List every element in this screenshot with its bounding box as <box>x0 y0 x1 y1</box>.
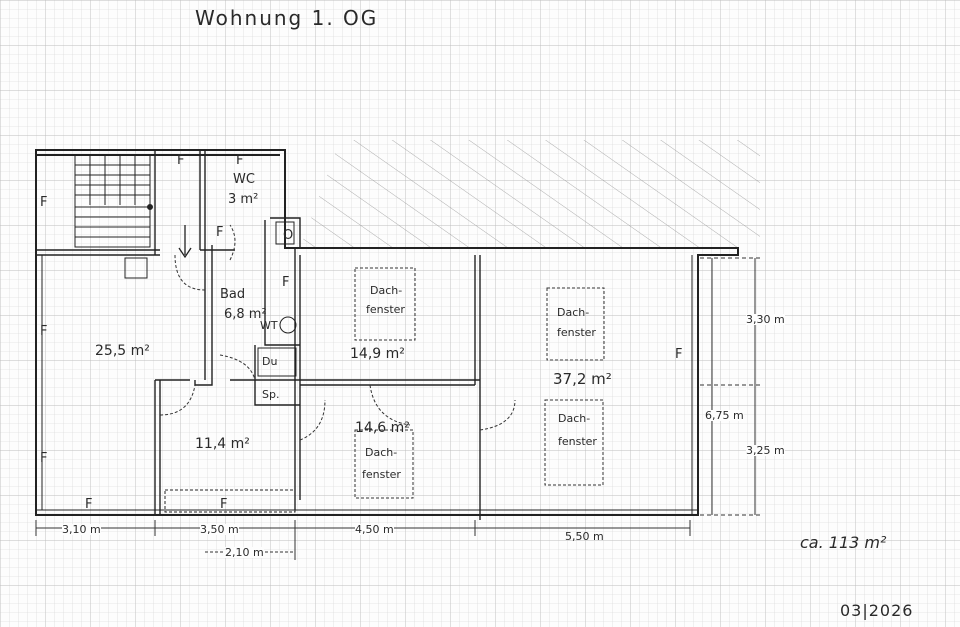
window-mark-left-1: F <box>40 195 48 210</box>
hall-area: 11,4 m² <box>195 436 250 452</box>
dimension-3-25: 3,25 m <box>746 444 785 457</box>
total-area-label: ca. 113 m² <box>800 533 887 552</box>
bad-area: 6,8 m² <box>224 307 267 322</box>
right-room-area: 37,2 m² <box>553 370 612 388</box>
dimension-3-50: 3,50 m <box>200 523 239 536</box>
window-mark-right: F <box>675 347 683 362</box>
center-room-area: 14,9 m² <box>350 346 405 362</box>
inner-walls <box>36 150 481 520</box>
dimension-6-75: 6,75 m <box>705 409 744 422</box>
wt-label: WT <box>260 319 278 332</box>
skylight-2-line2: fenster <box>557 326 596 339</box>
outer-walls <box>35 149 739 516</box>
window-mark-left-3: F <box>40 451 48 466</box>
wc-area: 3 m² <box>228 192 259 207</box>
sp-label: Sp. <box>262 388 280 401</box>
window-mark-bottom-1: F <box>85 497 93 512</box>
window-mark-bad: F <box>282 275 290 290</box>
skylight-4-line1: Dach- <box>365 446 398 459</box>
dimension-3-30: 3,30 m <box>746 313 785 326</box>
dimension-5-50: 5,50 m <box>565 530 604 543</box>
skylight-3-line1: Dach- <box>558 412 591 425</box>
wc-label: WC <box>233 172 255 187</box>
center-lower-area: 14,6 m² <box>355 420 410 436</box>
skylight-2-line1: Dach- <box>557 306 590 319</box>
date-label: 03|2026 <box>840 601 914 620</box>
fixtures <box>124 221 297 513</box>
plan-title: Wohnung 1. OG <box>195 6 379 30</box>
chimney-label: O <box>283 228 294 243</box>
window-mark-wc: F <box>216 225 224 240</box>
window-mark-bottom-2: F <box>220 497 228 512</box>
roof-hatching <box>300 140 760 248</box>
window-mark-top-1: F <box>177 153 185 168</box>
skylight-outlines <box>354 267 605 499</box>
dimension-4-50: 4,50 m <box>355 523 394 536</box>
dimension-2-10: 2,10 m <box>225 546 264 559</box>
skylight-4-line2: fenster <box>362 468 401 481</box>
skylight-1-line1: Dach- <box>370 284 403 297</box>
door-swings <box>159 224 516 441</box>
du-label: Du <box>262 355 278 368</box>
skylight-3-line2: fenster <box>558 435 597 448</box>
bad-label: Bad <box>220 287 246 302</box>
staircase <box>74 154 153 248</box>
dimension-3-10: 3,10 m <box>62 523 101 536</box>
left-room-area: 25,5 m² <box>95 343 150 359</box>
stair-down-arrow <box>178 225 192 259</box>
window-mark-left-2: F <box>40 324 48 339</box>
window-mark-top-2: F <box>236 153 244 168</box>
skylight-1-line2: fenster <box>366 303 405 316</box>
